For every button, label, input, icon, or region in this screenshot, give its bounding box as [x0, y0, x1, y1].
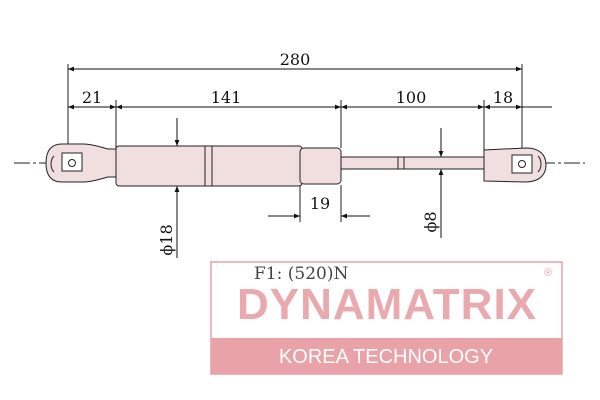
dim-body-length: 141: [211, 88, 242, 107]
cylinder-collar: [299, 147, 342, 185]
dim-end-fitting-left: 21: [82, 88, 102, 107]
force-label: F1: (520)N: [254, 264, 348, 284]
tagline-band: [211, 338, 562, 374]
dim-collar-length: 19: [310, 194, 330, 213]
dim-rod-diameter: ϕ8: [421, 211, 440, 232]
brand-logo: DYNAMATRIX ® KOREA TECHNOLOGY: [210, 261, 563, 375]
dim-end-fitting-right: 18: [493, 88, 513, 107]
brand-name: DYNAMATRIX: [237, 280, 537, 329]
brand-tagline: KOREA TECHNOLOGY: [279, 346, 493, 368]
registered-mark: ®: [544, 267, 552, 279]
extension-lines: [67, 64, 523, 222]
dim-overall-length: 280: [280, 50, 311, 69]
cylinder-body: [115, 145, 303, 187]
piston-rod: [340, 156, 485, 170]
dimension-lines: [68, 66, 552, 258]
gas-spring: [45, 143, 547, 187]
dim-rod-length: 100: [396, 88, 427, 107]
dim-body-diameter: ϕ18: [157, 224, 176, 255]
